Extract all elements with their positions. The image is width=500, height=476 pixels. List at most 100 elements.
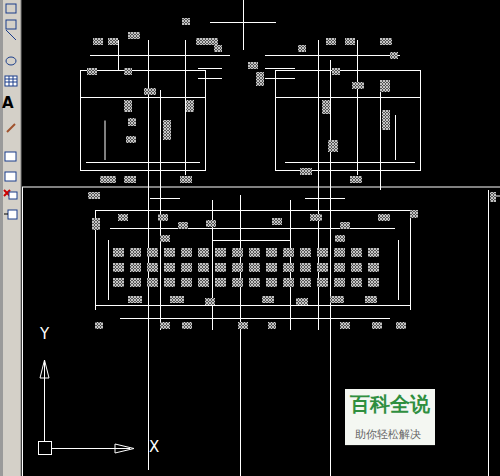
hatched-block — [178, 222, 188, 229]
hatched-block — [198, 263, 209, 272]
hatched-block — [113, 278, 124, 287]
hatched-block — [147, 248, 158, 257]
hatched-block — [351, 278, 362, 287]
hatched-block — [317, 263, 328, 272]
toolbar-icons — [4, 4, 17, 219]
hatched-block — [365, 296, 377, 303]
hatched-block — [249, 263, 260, 272]
hatched-block — [181, 248, 192, 257]
hatched-block — [196, 38, 218, 45]
hatched-block — [256, 72, 264, 86]
hatched-block — [124, 100, 132, 112]
hatched-block — [317, 278, 328, 287]
hatched-block — [340, 222, 350, 229]
hatched-block — [249, 248, 260, 257]
hatched-block — [88, 192, 100, 199]
hatched-block — [300, 168, 312, 175]
hatched-block — [214, 45, 222, 52]
hatched-block — [215, 263, 226, 272]
hatched-block — [334, 278, 345, 287]
hatched-block — [322, 100, 330, 114]
hatched-block — [350, 176, 362, 183]
axis-label: Y — [40, 326, 49, 343]
hatched-block — [283, 263, 294, 272]
hatched-block — [113, 263, 124, 272]
hatched-block — [310, 214, 322, 221]
hatched-block — [351, 263, 362, 272]
hatched-block — [198, 248, 209, 257]
hatched-block — [205, 298, 215, 305]
hatched-block — [268, 322, 276, 329]
hatched-block — [345, 38, 355, 45]
hatched-block — [266, 263, 277, 272]
hatched-block — [248, 62, 258, 69]
hatched-block — [128, 32, 140, 39]
hatched-block — [124, 68, 132, 75]
hatched-block — [206, 220, 216, 227]
hatched-block — [180, 176, 192, 183]
hatched-block — [232, 248, 243, 257]
hatched-block — [130, 278, 141, 287]
hatched-block — [128, 118, 136, 126]
hatched-block — [124, 176, 136, 183]
hatched-block — [283, 248, 294, 257]
hatched-block — [160, 322, 170, 329]
hatched-block — [163, 120, 171, 140]
hatched-block — [335, 235, 345, 242]
hatched-block — [128, 296, 142, 303]
hatched-block — [144, 88, 156, 95]
hatched-block — [198, 278, 209, 287]
hatched-block — [186, 100, 194, 112]
hatched-block — [164, 278, 175, 287]
hatched-block — [182, 322, 192, 329]
hatched-block — [368, 248, 379, 257]
hatched-block — [93, 38, 103, 45]
hatched-block — [382, 110, 390, 130]
hatched-block — [380, 80, 390, 92]
hatched-block — [330, 296, 344, 303]
hatched-block — [266, 248, 277, 257]
hatched-block — [158, 214, 168, 221]
hatched-block — [238, 322, 248, 329]
hatched-block — [126, 136, 136, 143]
hatched-block — [164, 248, 175, 257]
hatched-block — [340, 322, 350, 329]
hatched-block — [328, 140, 338, 152]
hatched-block — [326, 38, 336, 45]
hatched-block — [334, 263, 345, 272]
hatched-block — [390, 52, 398, 59]
hatched-block — [170, 296, 184, 303]
hatched-block — [300, 263, 311, 272]
hatched-block — [108, 38, 118, 45]
hatched-block — [130, 248, 141, 257]
hatched-block — [147, 263, 158, 272]
hatched-block — [378, 214, 390, 221]
drawing-lines — [22, 0, 500, 476]
hatched-block — [95, 322, 103, 329]
hatched-block — [300, 248, 311, 257]
hatched-block — [249, 278, 260, 287]
hatched-block — [380, 38, 392, 45]
hatched-block — [232, 278, 243, 287]
hatched-block — [266, 278, 277, 287]
hatched-block — [215, 248, 226, 257]
hatched-text-blocks — [87, 18, 496, 329]
hatched-block — [283, 278, 294, 287]
hatched-block — [317, 248, 328, 257]
hatched-block — [372, 322, 382, 329]
hatched-block — [182, 18, 190, 25]
hatched-block — [352, 82, 364, 89]
hatched-block — [262, 296, 274, 303]
hatched-block — [118, 214, 128, 221]
toolbar — [0, 0, 21, 476]
hatched-block — [490, 192, 496, 202]
hatched-block — [410, 210, 418, 218]
hatched-block — [113, 248, 124, 257]
hatched-block — [92, 218, 100, 230]
axis-label: X — [149, 439, 159, 456]
watermark-subtitle: 助你轻松解决 — [355, 429, 421, 441]
hatched-block — [272, 218, 282, 225]
watermark-panel — [345, 389, 435, 445]
hatched-block — [164, 263, 175, 272]
hatched-block — [147, 278, 158, 287]
